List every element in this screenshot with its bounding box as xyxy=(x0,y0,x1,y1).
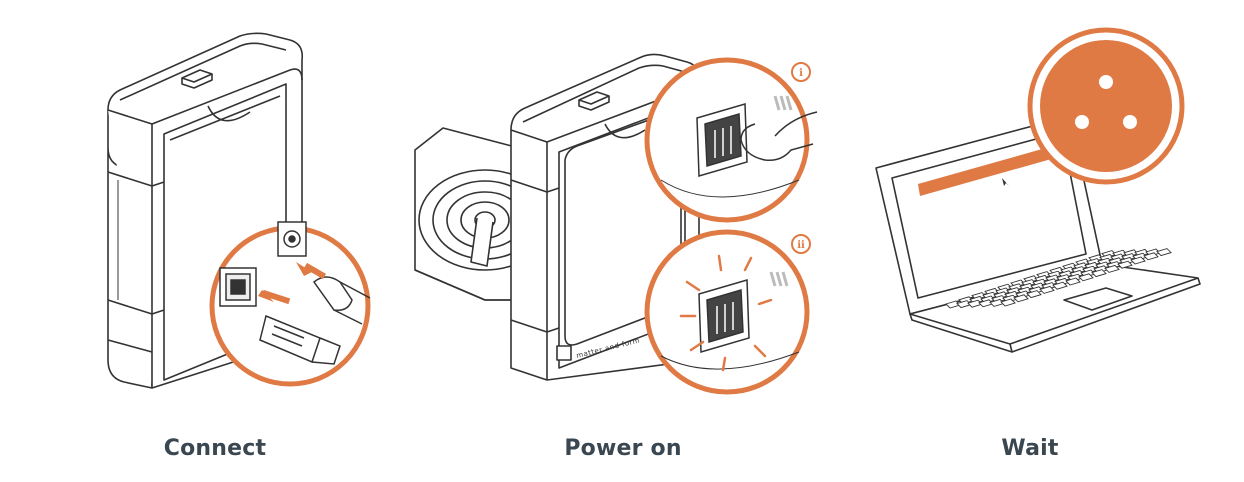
step-label-wait: Wait xyxy=(1001,436,1059,461)
step-label-power-on: Power on xyxy=(564,436,682,461)
badge-step-i: i xyxy=(791,62,811,82)
laptop-illustration xyxy=(875,27,1201,353)
cursor-icon xyxy=(1002,178,1009,186)
svg-text:ii: ii xyxy=(797,240,805,251)
scanner-connect-illustration xyxy=(107,32,371,389)
scanner-power-illustration: matter and form xyxy=(414,53,818,395)
step-wait: Wait xyxy=(870,0,1201,461)
badge-step-ii: ii xyxy=(791,234,811,254)
screen-progress-bar xyxy=(918,144,1062,196)
keyboard xyxy=(945,248,1172,309)
svg-text:i: i xyxy=(799,68,803,79)
step-power-on: matter and form xyxy=(414,0,825,461)
step-label-connect: Connect xyxy=(163,436,267,461)
step-connect: Connect xyxy=(90,0,390,461)
status-light-icon xyxy=(1040,40,1172,172)
